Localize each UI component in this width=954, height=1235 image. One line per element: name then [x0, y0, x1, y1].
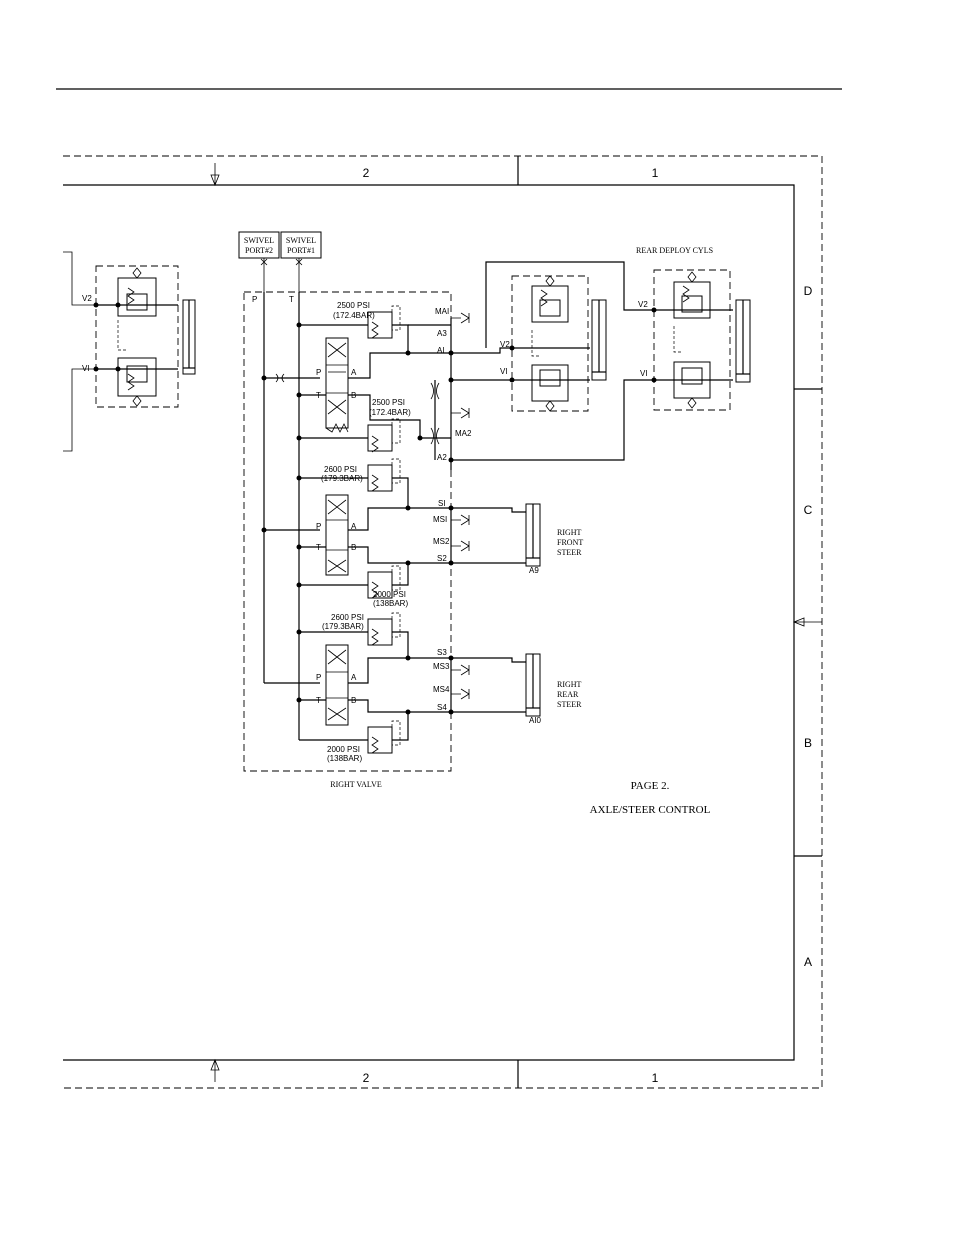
spool2-t: T: [316, 543, 321, 552]
zone-top-2: 2: [363, 166, 370, 180]
rear-steer-line2: REAR: [557, 690, 579, 699]
deploy-control-section: [299, 305, 451, 453]
swivel-port1-line1: SWIVEL: [286, 236, 316, 245]
zone-bottom-1: 1: [652, 1071, 659, 1085]
spool1-t: T: [316, 391, 321, 400]
rear-deploy-title: REAR DEPLOY CYLS: [636, 246, 713, 255]
rear-v2a: V2: [500, 340, 510, 349]
port-s3: S3: [437, 648, 447, 657]
port-a2: A2: [437, 453, 447, 462]
spool2-b: B: [351, 543, 356, 552]
port-s1: SI: [438, 499, 446, 508]
zone-top-1: 1: [652, 166, 659, 180]
rear-v2b: V2: [638, 300, 648, 309]
zone-bottom-2: 2: [363, 1071, 370, 1085]
relief4-bar: (138BAR): [373, 599, 408, 608]
relief2-bar: (172.4BAR): [369, 408, 411, 417]
page-label: PAGE 2.: [631, 780, 670, 792]
swivel-port1-line2: PORT#1: [287, 246, 315, 255]
front-steer-line3: STEER: [557, 548, 582, 557]
spool3-a: A: [351, 673, 357, 682]
relief6-bar: (138BAR): [327, 754, 362, 763]
rear-steer-tag: AI0: [529, 716, 542, 725]
swivel-port2-line1: SWIVEL: [244, 236, 274, 245]
left-v1-label: VI: [82, 364, 90, 373]
relief3-psi: 2600 PSI: [324, 465, 357, 474]
relief5-psi: 2600 PSI: [331, 613, 364, 622]
section-title: AXLE/STEER CONTROL: [590, 804, 711, 816]
front-steer-line1: RIGHT: [557, 528, 582, 537]
port-s2: S2: [437, 554, 447, 563]
drawing-frame: [63, 155, 823, 1089]
rear-steer-line1: RIGHT: [557, 680, 582, 689]
rear-v1a: VI: [500, 367, 508, 376]
rear-steer-line3: STEER: [557, 700, 582, 709]
tank-port-label: T: [289, 295, 294, 304]
rear-v1b: VI: [640, 369, 648, 378]
zone-side-b: B: [804, 736, 812, 750]
spool1-a: A: [351, 368, 357, 377]
left-v2-label: V2: [82, 294, 92, 303]
relief2-psi: 2500 PSI: [372, 398, 405, 407]
front-steer-tag: A9: [529, 566, 539, 575]
relief1-psi: 2500 PSI: [337, 301, 370, 310]
port-a1: AI: [437, 346, 445, 355]
front-steer-line2: FRONT: [557, 538, 583, 547]
spool3-p: P: [316, 673, 321, 682]
swivel-port-1: [280, 231, 322, 292]
relief3-bar: (179.3BAR): [321, 474, 363, 483]
front-steer-section: [299, 458, 541, 599]
rear-deploy-cyl-a: [509, 275, 607, 412]
zone-side-c: C: [804, 503, 813, 517]
spool1-p: P: [316, 368, 321, 377]
port-ms1: MSI: [433, 515, 447, 524]
rear-deploy-cyl-b: [651, 269, 751, 411]
port-ms4: MS4: [433, 685, 450, 694]
swivel-port-2: [238, 231, 280, 292]
port-ma2: MA2: [455, 429, 472, 438]
deploy-gauge-ports: [408, 261, 654, 470]
right-valve-label: RIGHT VALVE: [330, 780, 382, 789]
relief6-psi: 2000 PSI: [327, 745, 360, 754]
zone-side-d: D: [804, 284, 813, 298]
spool1-b: B: [351, 391, 356, 400]
spool3-t: T: [316, 696, 321, 705]
zone-side-a: A: [804, 955, 812, 969]
spool2-a: A: [351, 522, 357, 531]
spool2-p: P: [316, 522, 321, 531]
port-s4: S4: [437, 703, 447, 712]
port-ma1: MAI: [435, 307, 449, 316]
pressure-port-label: P: [252, 295, 257, 304]
rear-steer-section: [299, 612, 541, 754]
port-ms2: MS2: [433, 537, 450, 546]
pressure-tank-lines: [261, 292, 320, 740]
port-ms3: MS3: [433, 662, 450, 671]
relief5-bar: (179.3BAR): [322, 622, 364, 631]
left-lock-valve-assembly: [63, 251, 196, 452]
spool3-b: B: [351, 696, 356, 705]
relief1-bar: (172.4BAR): [333, 311, 375, 320]
relief4-psi: 2000 PSI: [373, 590, 406, 599]
swivel-port2-line2: PORT#2: [245, 246, 273, 255]
port-a3: A3: [437, 329, 447, 338]
